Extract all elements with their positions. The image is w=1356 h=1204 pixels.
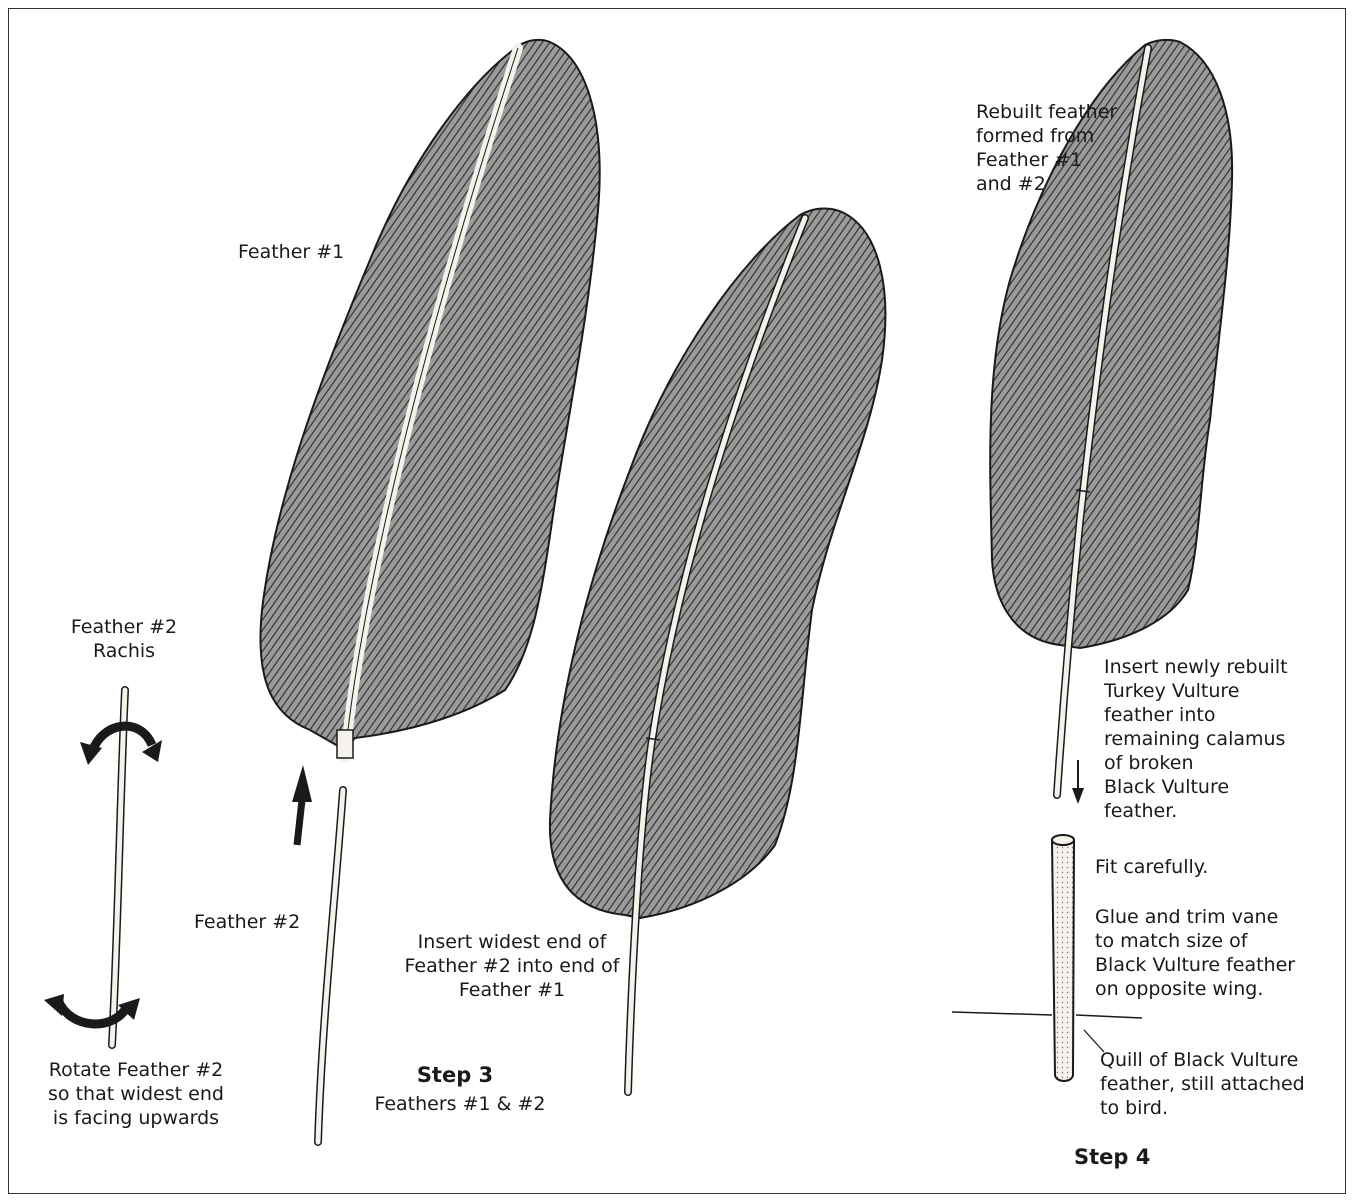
quill-label: Quill of Black Vulture feather, still at… (1100, 1048, 1305, 1120)
up-arrow-icon (292, 765, 312, 845)
rotating-rachis-drawing (112, 690, 125, 1045)
down-arrow-icon (1072, 760, 1084, 804)
step-3-subtitle: Feathers #1 & #2 (360, 1092, 560, 1116)
feather-2-label: Feather #2 (194, 910, 300, 934)
insert-rebuilt-instruction: Insert newly rebuilt Turkey Vulture feat… (1104, 655, 1288, 823)
insert-widest-instruction: Insert widest end of Feather #2 into end… (392, 930, 632, 1002)
feather-1-drawing (260, 40, 599, 758)
step-4-title: Step 4 (1074, 1145, 1150, 1169)
feather-2-rachis-label: Feather #2 Rachis (62, 615, 186, 663)
rotate-arrow-bottom-icon (44, 994, 140, 1024)
rebuilt-feather-label: Rebuilt feather formed from Feather #1 a… (976, 100, 1117, 196)
feather-1-label: Feather #1 (238, 240, 344, 264)
glue-trim-instruction: Glue and trim vane to match size of Blac… (1095, 905, 1295, 1001)
feather-2-rachis-drawing (318, 790, 343, 1142)
fit-carefully-label: Fit carefully. (1095, 855, 1208, 879)
rotate-instruction: Rotate Feather #2 so that widest end is … (30, 1058, 242, 1130)
step-3-title: Step 3 (400, 1063, 510, 1087)
